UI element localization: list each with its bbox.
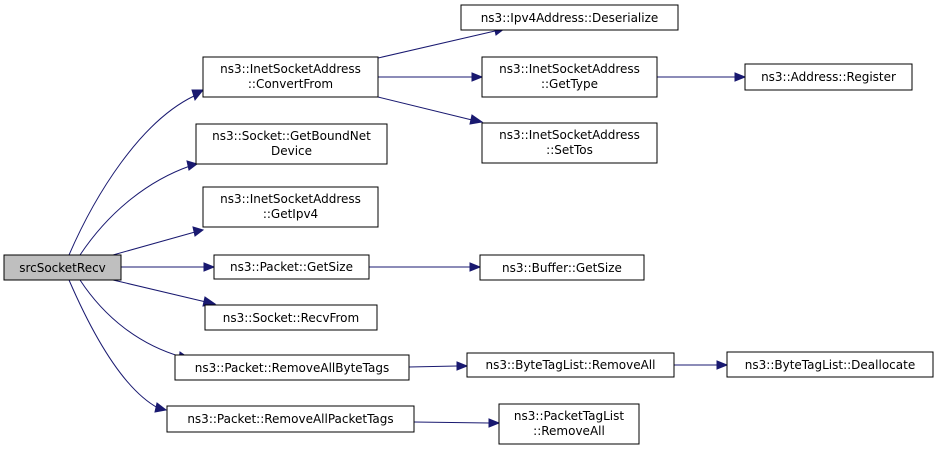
node-label: ns3::InetSocketAddress: [499, 128, 640, 142]
node-inet-socket-address-convert-from[interactable]: ns3::InetSocketAddress ::ConvertFrom: [202, 56, 379, 98]
node-byte-tag-list-remove-all[interactable]: ns3::ByteTagList::RemoveAll: [466, 352, 675, 378]
edge-convertfrom-deserialize: [377, 25, 506, 59]
node-label: ns3::Buffer::GetSize: [502, 261, 622, 275]
node-address-register[interactable]: ns3::Address::Register: [744, 63, 913, 91]
node-label: ns3::Ipv4Address::Deserialize: [481, 11, 659, 25]
edge-convertfrom-gettype: [378, 72, 484, 82]
node-label: ::ConvertFrom: [248, 77, 333, 91]
node-label: ::GetIpv4: [263, 207, 318, 221]
node-label: ns3::Packet::RemoveAllByteTags: [195, 361, 389, 375]
node-label: ns3::Packet::GetSize: [230, 260, 353, 274]
node-label: srcSocketRecv: [19, 261, 106, 275]
node-src-socket-recv[interactable]: srcSocketRecv: [3, 254, 122, 281]
node-label: ns3::ByteTagList::Deallocate: [745, 358, 915, 372]
edge-removeallbytetags-bytetaglist-removeall: [408, 361, 469, 371]
edge-root-removeallpackettags: [68, 279, 168, 413]
node-label: ::SetTos: [546, 143, 593, 157]
node-inet-socket-address-set-tos[interactable]: ns3::InetSocketAddress ::SetTos: [481, 122, 658, 164]
edge-root-recvfrom: [112, 279, 217, 307]
node-label: ::GetType: [541, 77, 598, 91]
node-label: ns3::InetSocketAddress: [220, 62, 361, 76]
node-socket-recv-from[interactable]: ns3::Socket::RecvFrom: [204, 304, 378, 331]
edge-bytetaglist-removeall-deallocate: [674, 360, 729, 370]
edge-root-packet-getsize: [121, 262, 216, 272]
edge-convertfrom-settos: [377, 96, 484, 125]
node-ipv4-address-deserialize[interactable]: ns3::Ipv4Address::Deserialize: [460, 4, 679, 31]
node-inet-socket-address-get-type[interactable]: ns3::InetSocketAddress ::GetType: [481, 56, 658, 98]
edge-root-getboundnetdevice: [79, 160, 199, 256]
node-label: ns3::Socket::GetBoundNet: [212, 129, 371, 143]
node-label: Device: [271, 144, 312, 158]
node-packet-tag-list-remove-all[interactable]: ns3::PacketTagList ::RemoveAll: [498, 403, 640, 445]
node-label: ns3::InetSocketAddress: [220, 192, 361, 206]
node-byte-tag-list-deallocate[interactable]: ns3::ByteTagList::Deallocate: [726, 351, 934, 378]
node-label: ::RemoveAll: [533, 424, 605, 438]
edge-removeallpackettags-packettaglist-removeall: [413, 418, 501, 428]
node-label: ns3::PacketTagList: [514, 409, 624, 423]
edge-gettype-register: [657, 72, 747, 82]
edge-root-removeallbytetags: [79, 279, 192, 362]
node-label: ns3::InetSocketAddress: [499, 62, 640, 76]
edge-root-convertfrom: [68, 89, 205, 256]
edge-root-getipv4: [112, 226, 205, 256]
node-label: ns3::ByteTagList::RemoveAll: [486, 358, 656, 372]
node-inet-socket-address-get-ipv4[interactable]: ns3::InetSocketAddress ::GetIpv4: [202, 186, 379, 228]
node-label: ns3::Socket::RecvFrom: [223, 311, 359, 325]
edge-packet-getsize-buffer-getsize: [369, 262, 482, 272]
node-packet-remove-all-packet-tags[interactable]: ns3::Packet::RemoveAllPacketTags: [166, 405, 415, 433]
node-packet-remove-all-byte-tags[interactable]: ns3::Packet::RemoveAllByteTags: [174, 354, 410, 381]
node-label: ns3::Packet::RemoveAllPacketTags: [187, 412, 393, 426]
node-socket-get-bound-net-device[interactable]: ns3::Socket::GetBoundNet Device: [195, 123, 388, 165]
node-buffer-get-size[interactable]: ns3::Buffer::GetSize: [479, 254, 645, 281]
node-packet-get-size[interactable]: ns3::Packet::GetSize: [213, 254, 370, 280]
node-label: ns3::Address::Register: [761, 70, 896, 84]
